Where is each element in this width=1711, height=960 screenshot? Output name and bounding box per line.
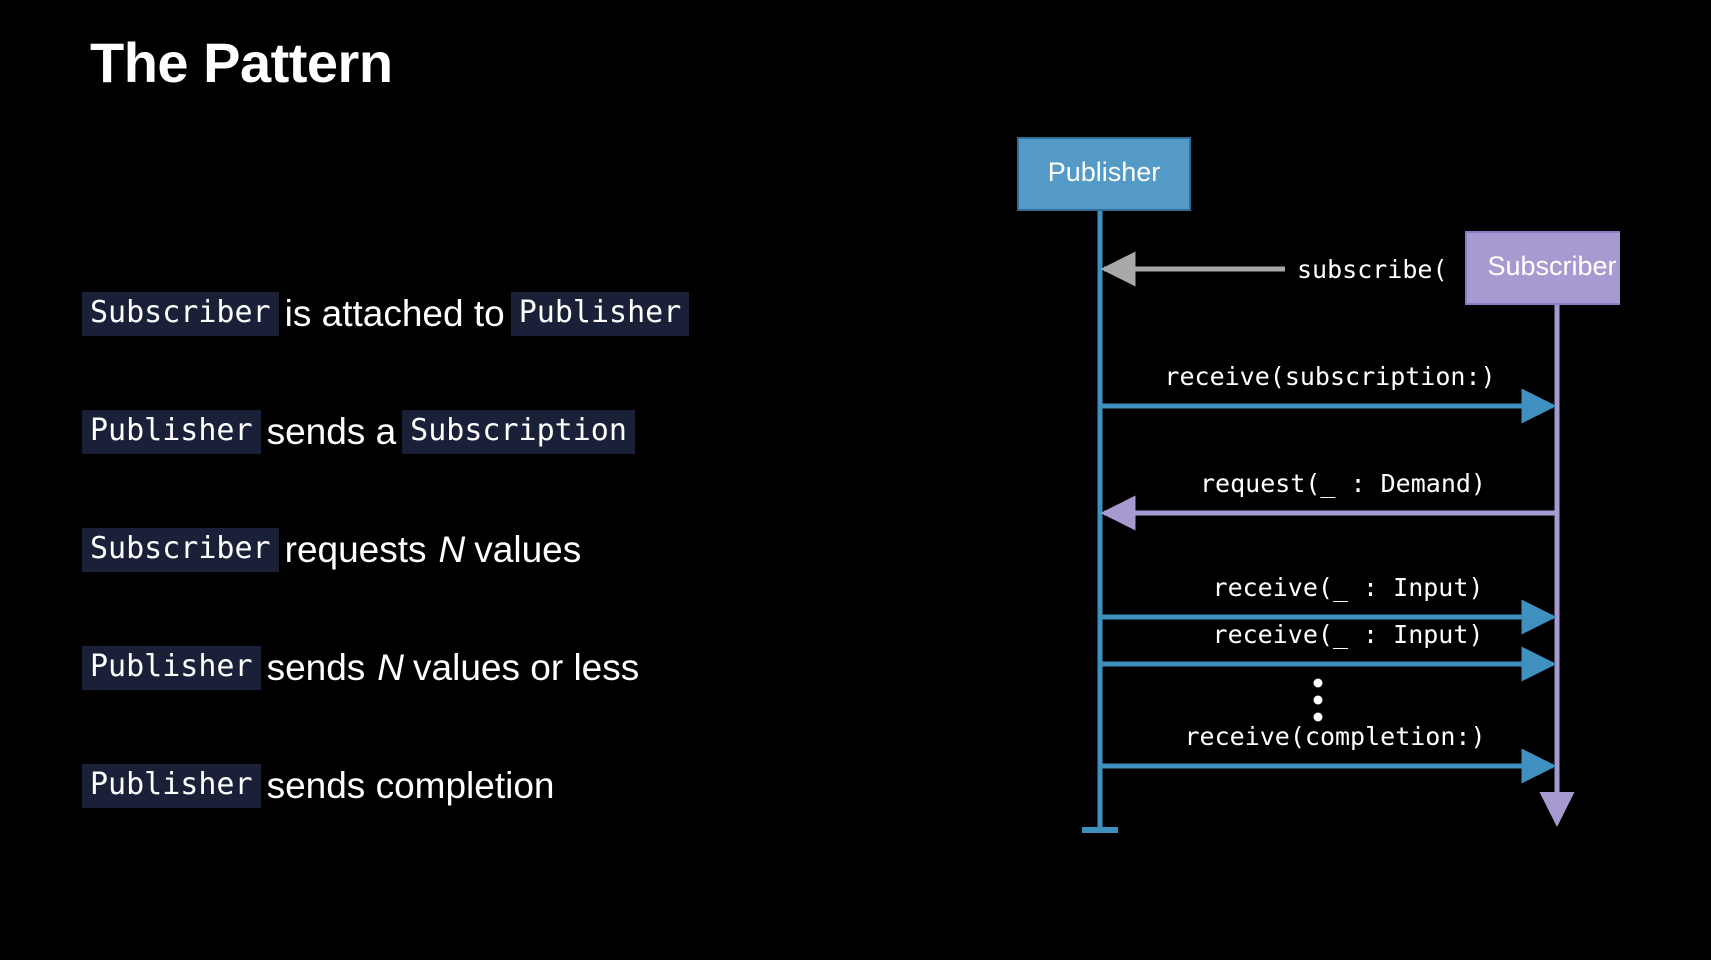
message-receive-completion: receive(completion:): [1100, 722, 1557, 784]
message-receive-subscription-label: receive(subscription:): [1164, 362, 1495, 391]
message-receive-input-2-label: receive(_ : Input): [1213, 620, 1484, 649]
code-token-publisher: Publisher: [82, 646, 261, 690]
bullet-publisher-sends-completion: Publisher sends completion: [82, 727, 842, 845]
bullet-text: values: [474, 529, 582, 570]
code-token-publisher: Publisher: [510, 292, 690, 336]
participant-subscriber-label: Subscriber: [1487, 251, 1616, 281]
italic-n: N: [377, 647, 405, 688]
code-token-subscriber: Subscriber: [82, 292, 279, 336]
bullet-publisher-sends-n-values: Publisher sends N values or less: [82, 609, 842, 727]
bullet-text: sends: [266, 647, 366, 688]
code-token-subscription: Subscription: [402, 410, 635, 454]
message-receive-completion-label: receive(completion:): [1184, 722, 1485, 751]
participant-subscriber-box: [1465, 231, 1620, 305]
code-token-publisher: Publisher: [82, 410, 261, 454]
bullet-text: sends completion: [266, 765, 555, 806]
message-receive-input-1-label: receive(_ : Input): [1213, 573, 1484, 602]
message-subscribe-label: subscribe(: [1297, 255, 1448, 284]
message-request-demand-label: request(_ : Demand): [1200, 469, 1486, 498]
participant-subscriber[interactable]: Subscriber: [1465, 231, 1620, 305]
message-request-demand: request(_ : Demand): [1100, 469, 1557, 531]
participant-publisher-box: [1017, 137, 1191, 211]
bullet-subscriber-requests-n: Subscriber requests N values: [82, 491, 842, 609]
bullet-list: Subscriber is attached to Publisher Publ…: [82, 255, 842, 845]
message-receive-input-1: receive(_ : Input): [1100, 573, 1557, 635]
page-title: The Pattern: [90, 31, 393, 94]
ellipsis-icon: [1313, 678, 1323, 722]
bullet-text: values or less: [413, 647, 640, 688]
italic-n: N: [438, 529, 466, 570]
participant-publisher-label: Publisher: [1048, 157, 1161, 187]
bullet-text: requests: [284, 529, 427, 570]
bullet-subscriber-attached: Subscriber is attached to Publisher: [82, 255, 842, 373]
code-token-publisher: Publisher: [82, 764, 261, 808]
bullet-text: is attached to: [284, 293, 505, 334]
code-token-subscriber: Subscriber: [82, 528, 279, 572]
bullet-publisher-sends-subscription: Publisher sends a Subscription: [82, 373, 842, 491]
participant-publisher[interactable]: Publisher: [1017, 137, 1191, 211]
message-receive-subscription: receive(subscription:): [1100, 362, 1557, 424]
message-receive-input-2: receive(_ : Input): [1100, 620, 1557, 682]
bullet-text: sends a: [266, 411, 397, 452]
sequence-diagram: Publisher subscribe( ) Subscriber receiv…: [1000, 130, 1620, 850]
